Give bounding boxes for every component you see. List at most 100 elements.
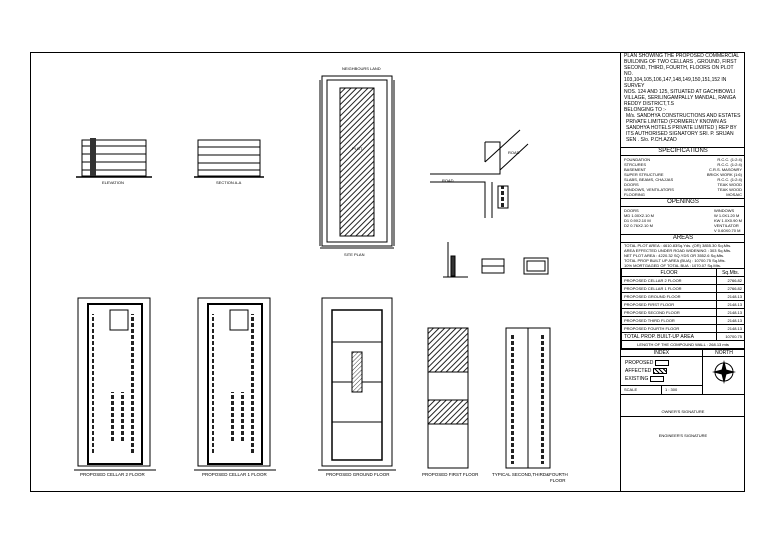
door-item: D1 0.9X2.10 M [624, 218, 651, 223]
index-heading: INDEX [621, 350, 702, 357]
owner-line: M/s. SANDHYA CONSTRUCTIONS AND ESTATES [626, 113, 741, 119]
belonging-label: BELONGING TO :- [624, 107, 667, 113]
window-item: KW 1.0X0.90 M [713, 218, 742, 223]
specifications-heading: SPECIFICATIONS [621, 147, 745, 156]
first-caption: PROPOSED FIRST FLOOR [422, 472, 479, 477]
floor-name: PROPOSED FIRST FLOOR [620, 300, 718, 309]
door-item: MD 1.00X2.10 M [624, 213, 655, 218]
scale-value: 1 : 300 [665, 387, 678, 392]
spec-value: MOSAIC [726, 192, 742, 197]
vent-item: V 0.60X0.70 M [713, 228, 741, 233]
spec-key: DOORS [624, 182, 639, 187]
spec-value: R.C.C. (1:2:4) [717, 157, 742, 162]
owner-line: ITS AUTHORISED SIGNATORY SRI. P. SRIJAN [626, 131, 734, 137]
legend-proposed: PROPOSED [625, 359, 698, 367]
floor-name: PROPOSED CELLAR 1 FLOOR [620, 284, 718, 293]
title-line: SECOND, THIRD, FOURTH, FLOORS ON PLOT NO… [624, 65, 734, 77]
spec-value: C.R.S. MASONRY [708, 167, 742, 172]
windows-column: WINDOWS W 1.0X1.20 M KW 1.0X0.90 M VENTI… [714, 208, 742, 233]
site-plan-drawing [319, 75, 395, 249]
title-line: PLAN SHOWING THE PROPOSED COMMERCIAL [624, 53, 740, 59]
spec-key: SLABS, BEAMS, CHAJJAS [624, 177, 674, 182]
ground-floor-drawing [318, 297, 396, 471]
engineer-signature-label: ENGINEER'S SIGNATURE [621, 416, 745, 440]
road-left-label: ROAD [442, 178, 454, 183]
spec-row: SUPER STRUCTURE BRICK WORK (1:6) [621, 172, 745, 177]
area-header: Sq.Mts. [716, 268, 745, 277]
floor-name: PROPOSED FOURTH FLOOR [620, 324, 718, 333]
neighbour-label: NEIGHBOURS LAND [342, 66, 381, 71]
spec-key: FOUNDATION [624, 157, 651, 162]
drawing-area: NEIGHBOURS LAND PLOT SITE PLAN ELEVATION… [30, 52, 620, 492]
area-line: 10% MORTGAGED OF TOTAL BUA : 1070.07 Sq.… [624, 263, 721, 268]
spec-key: WINDOWS, VENTILATORS [624, 187, 674, 192]
elevation-label: ELEVATION [102, 180, 124, 185]
spec-key: BASEMENT [624, 167, 647, 172]
first-floor-drawing [427, 327, 469, 469]
area-line: AREA EFFECTED UNDER ROAD WIDENING : 303 … [624, 248, 732, 253]
section-drawing [194, 139, 264, 178]
compound-wall-length: LENGTH OF THE COMPOUND WALL : 268.13 mts [621, 340, 745, 349]
proposed-swatch [654, 359, 669, 366]
owner-signature-label: OWNER'S SIGNATURE [621, 394, 745, 416]
openings-block: DOORS MD 1.00X2.10 M D1 0.9X2.10 M D2 0.… [621, 207, 745, 234]
legend-proposed-label: PROPOSED [625, 360, 654, 366]
typical-caption-2: FLOOR [550, 478, 566, 483]
floor-area: 2766.82 [716, 276, 745, 285]
vent-head: VENTILATOR [713, 223, 739, 228]
section-label: SECTION A-A [216, 180, 242, 185]
spec-key: STRCURES [624, 162, 647, 167]
plan-drawings [74, 75, 551, 471]
spec-row: FOUNDATION R.C.C. (1:2:4) [621, 157, 745, 162]
index-column: INDEX PROPOSED AFFECTED EXISTING SCALE 1… [621, 350, 703, 394]
total-label: TOTAL PROP. BUILT-UP AREA [620, 332, 718, 341]
areas-block: TOTAL PLOT AREA : 4610.83Sq.Yds. (OR) 38… [621, 243, 745, 268]
index-block: INDEX PROPOSED AFFECTED EXISTING SCALE 1… [621, 349, 745, 394]
floor-name: PROPOSED GROUND FLOOR [620, 292, 718, 301]
floor-name: PROPOSED THIRD FLOOR [620, 316, 718, 325]
legend-existing: EXISTING [625, 375, 698, 383]
title-line: BUILDING OF TWO CELLARS , GROUND, FIRST [624, 59, 737, 65]
area-line: TOTAL PLOT AREA : 4610.83Sq.Yds. (OR) 38… [624, 243, 732, 248]
area-line: NET PLOT AREA : 4220.32 SQ.YDS OR 3552.6… [624, 253, 725, 258]
openings-heading: OPENINGS [621, 198, 745, 207]
spec-row: WINDOWS, VENTILATORS TEAK WOOD [621, 187, 745, 192]
legend-affected-label: AFFECTED [625, 368, 652, 374]
areas-heading: AREAS [621, 234, 745, 243]
owner-line: SEN . S/o. P.CH.AZAD [626, 137, 677, 143]
legend-existing-label: EXISTING [625, 376, 649, 382]
drawing-sheet [30, 52, 745, 492]
floor-header: FLOOR [620, 268, 718, 277]
spec-value: BRICK WORK (1:6) [706, 172, 742, 177]
spec-value: TEAK WOOD [717, 182, 742, 187]
scale-label: SCALE [621, 386, 662, 394]
floor-area: 2766.82 [716, 284, 745, 293]
compound-row: LENGTH OF THE COMPOUND WALL : 268.13 mts [621, 340, 745, 349]
cellar1-drawing [194, 297, 276, 471]
owner-line: SANDHYA HOTELS PRIVATE LIMITED ) REP BY [626, 125, 737, 131]
spec-key: SUPER STRUCTURE [624, 172, 664, 177]
title-line: NOS. 124 AND 125, SITUATED AT GACHIBOWLI [624, 89, 735, 95]
owner-line: PRIVATE LIMITED (FORMERLY KNOWN AS [626, 119, 727, 125]
spec-value: R.C.C. (1:2:4) [717, 177, 742, 182]
road-bottom-label: ROAD [508, 150, 520, 155]
floor-name: PROPOSED SECOND FLOOR [620, 308, 718, 317]
typical-floor-drawing [505, 327, 551, 469]
floor-area: 2148.13 [716, 292, 745, 301]
title-line: 103,104,105,106,147,148,149,150,151,152 … [624, 77, 727, 89]
elevation-drawing [76, 138, 152, 178]
spec-value: TEAK WOOD [717, 187, 742, 192]
location-plan [430, 129, 529, 218]
scale-row: SCALE 1 : 300 [621, 385, 702, 394]
doors-head: DOORS [624, 208, 639, 213]
floor-name: PROPOSED CELLAR 2 FLOOR [620, 276, 718, 285]
existing-swatch [649, 375, 664, 382]
